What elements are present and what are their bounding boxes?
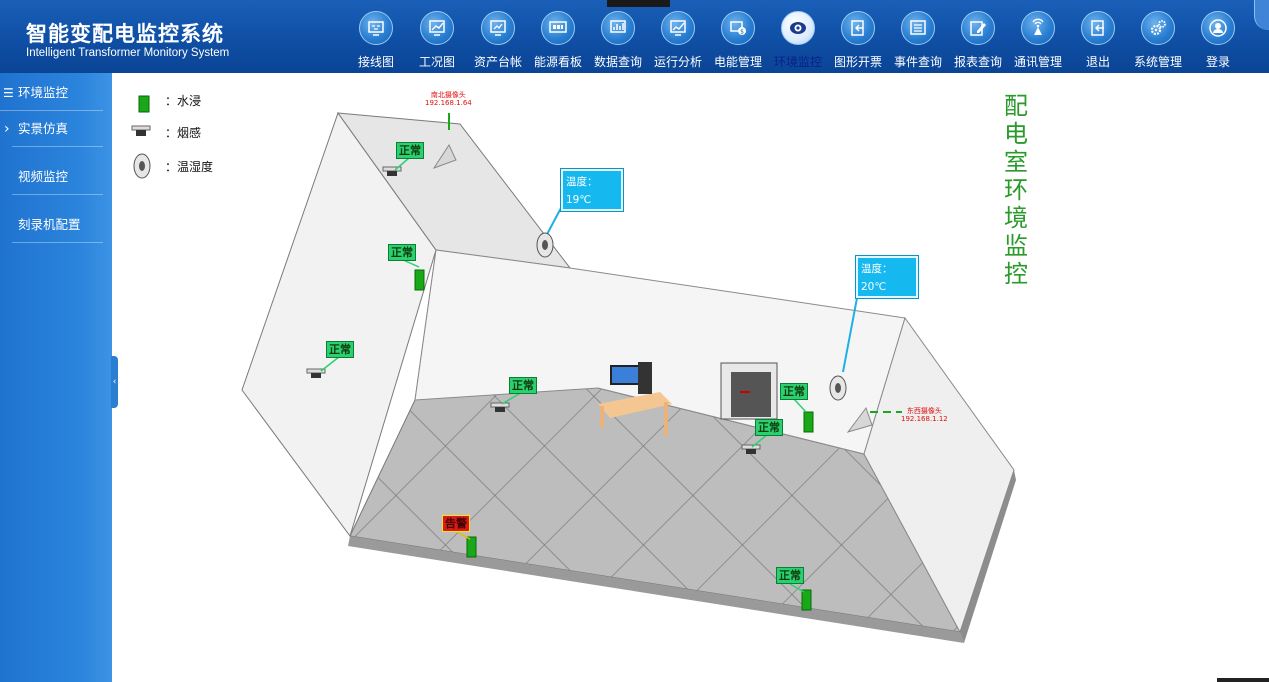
wiring-diagram-icon [359, 11, 393, 45]
nav-item-energy[interactable]: 能源看板 [528, 8, 588, 72]
power-management-icon: $ [721, 11, 755, 45]
report-edit-icon [961, 11, 995, 45]
sidebar-item-label: 视频监控 [18, 169, 69, 184]
status-badge-water-alarm[interactable]: 告警 [442, 515, 470, 532]
run-analysis-icon [661, 11, 695, 45]
nav-label: 通讯管理 [1013, 55, 1062, 69]
legend-smoke: ：烟感 [165, 126, 202, 140]
humidity-reading: 湿度：74 [566, 212, 611, 224]
nav-label: 图形开票 [833, 55, 882, 69]
nav-label: 系统管理 [1133, 55, 1182, 69]
sidebar-item-video-monitor[interactable]: 视频监控 [12, 159, 103, 195]
sidebar-header-env-monitor[interactable]: ☰ 环境监控 [0, 75, 103, 111]
bottom-corner-bar [1217, 678, 1269, 682]
app-title: 智能变配电监控系统 [26, 22, 224, 46]
nav-label: 资产台帐 [473, 55, 522, 69]
sidebar-item-recorder-config[interactable]: 刻录机配置 [12, 207, 103, 243]
camera-label-east-west[interactable]: 东西摄像头 192.168.1.12 [901, 407, 948, 423]
temp-humidity-box-1[interactable]: 温度：19℃ 湿度：74 [560, 168, 624, 224]
status-badge-water-2[interactable]: 正常 [780, 383, 808, 400]
sidebar-header-label: 环境监控 [18, 85, 69, 100]
temperature-sensor-legend-icon [133, 153, 151, 179]
condition-chart-icon [420, 11, 454, 45]
nav-item-report-query[interactable]: 报表查询 [948, 8, 1008, 72]
user-icon [1201, 11, 1235, 45]
room-title: 配 电 室 环 境 监 控 [1004, 92, 1028, 288]
nav-label: 退出 [1085, 55, 1110, 69]
nav-label: 报表查询 [953, 55, 1002, 69]
nav-item-wiring[interactable]: 接线图 [346, 8, 406, 72]
nav-item-run-analysis[interactable]: 运行分析 [648, 8, 708, 72]
header-corner-decoration [1254, 0, 1269, 30]
legend-water: ：水浸 [165, 94, 202, 108]
nav-label: 数据查询 [593, 55, 642, 69]
nav-label: 接线图 [357, 55, 394, 69]
status-badge-water-4[interactable]: 正常 [776, 567, 804, 584]
room-scene [118, 73, 1269, 682]
nav-item-system-management[interactable]: 系统管理 [1128, 8, 1188, 72]
sidebar-item-scene-simulation[interactable]: › 实景仿真 [4, 111, 103, 147]
temperature-reading: 温度：20℃ [861, 263, 893, 293]
camera-name: 南北摄像头 [430, 91, 466, 99]
nav-item-power-management[interactable]: $ 电能管理 [708, 8, 768, 72]
camera-ip: 192.168.1.64 [425, 99, 472, 107]
nav-item-event-query[interactable]: 事件查询 [888, 8, 948, 72]
sidebar: ☰ 环境监控 › 实景仿真 视频监控 刻录机配置 [0, 73, 112, 682]
temp-humidity-box-2[interactable]: 温度：20℃ 湿度：68 [855, 255, 919, 311]
app-subtitle: Intelligent Transformer Monitory System [26, 47, 230, 59]
sidebar-collapse-toggle[interactable]: ‹ [111, 356, 118, 408]
asset-ledger-icon [481, 11, 515, 45]
nav-label: 运行分析 [653, 55, 702, 69]
smoke-sensor-legend-icon [131, 125, 151, 136]
nav-label: 能源看板 [533, 55, 582, 69]
nav-label: 环境监控 [773, 55, 822, 69]
graphic-ticket-icon [841, 11, 875, 45]
nav-item-data-query[interactable]: 数据查询 [588, 8, 648, 72]
water-sensor-legend-icon [138, 95, 150, 113]
svg-text:$: $ [740, 29, 744, 36]
status-badge-smoke-4[interactable]: 正常 [755, 419, 783, 436]
temperature-reading: 温度：19℃ [566, 176, 598, 206]
data-query-icon [601, 11, 635, 45]
humidity-reading: 湿度：68 [861, 299, 906, 311]
nav-label: 工况图 [418, 55, 455, 69]
chevron-right-icon: › [4, 121, 10, 137]
nav-item-condition[interactable]: 工况图 [407, 8, 467, 72]
legend-temp-humidity: ：温湿度 [165, 160, 214, 174]
menu-icon: ☰ [3, 86, 14, 100]
nav-item-asset[interactable]: 资产台帐 [468, 8, 528, 72]
antenna-icon [1021, 11, 1055, 45]
sidebar-item-label: 刻录机配置 [18, 217, 81, 232]
room-3d-drawing [241, 111, 1016, 643]
event-list-icon [901, 11, 935, 45]
energy-board-icon [541, 11, 575, 45]
status-badge-smoke-1[interactable]: 正常 [396, 142, 424, 159]
nav-label: 登录 [1205, 55, 1230, 69]
nav-item-exit[interactable]: 退出 [1068, 8, 1128, 72]
camera-label-north-south[interactable]: 南北摄像头 192.168.1.64 [425, 91, 472, 107]
nav-item-graphic-ticket[interactable]: 图形开票 [828, 8, 888, 72]
nav-label: 事件查询 [893, 55, 942, 69]
status-badge-smoke-2[interactable]: 正常 [326, 341, 354, 358]
nav-item-env-monitor[interactable]: 环境监控 [768, 8, 828, 72]
camera-ip: 192.168.1.12 [901, 415, 948, 423]
camera-icon [781, 11, 815, 45]
exit-icon [1081, 11, 1115, 45]
nav-item-login[interactable]: 登录 [1188, 8, 1248, 72]
nav-label: 电能管理 [713, 55, 762, 69]
gears-icon [1141, 11, 1175, 45]
window-top-tab [607, 0, 670, 7]
top-header: 智能变配电监控系统 Intelligent Transformer Monito… [0, 0, 1269, 73]
sidebar-item-label: 实景仿真 [18, 121, 69, 136]
camera-name: 东西摄像头 [906, 407, 942, 415]
nav-item-comm-management[interactable]: 通讯管理 [1008, 8, 1068, 72]
status-badge-smoke-3[interactable]: 正常 [509, 377, 537, 394]
status-badge-water-1[interactable]: 正常 [388, 244, 416, 261]
